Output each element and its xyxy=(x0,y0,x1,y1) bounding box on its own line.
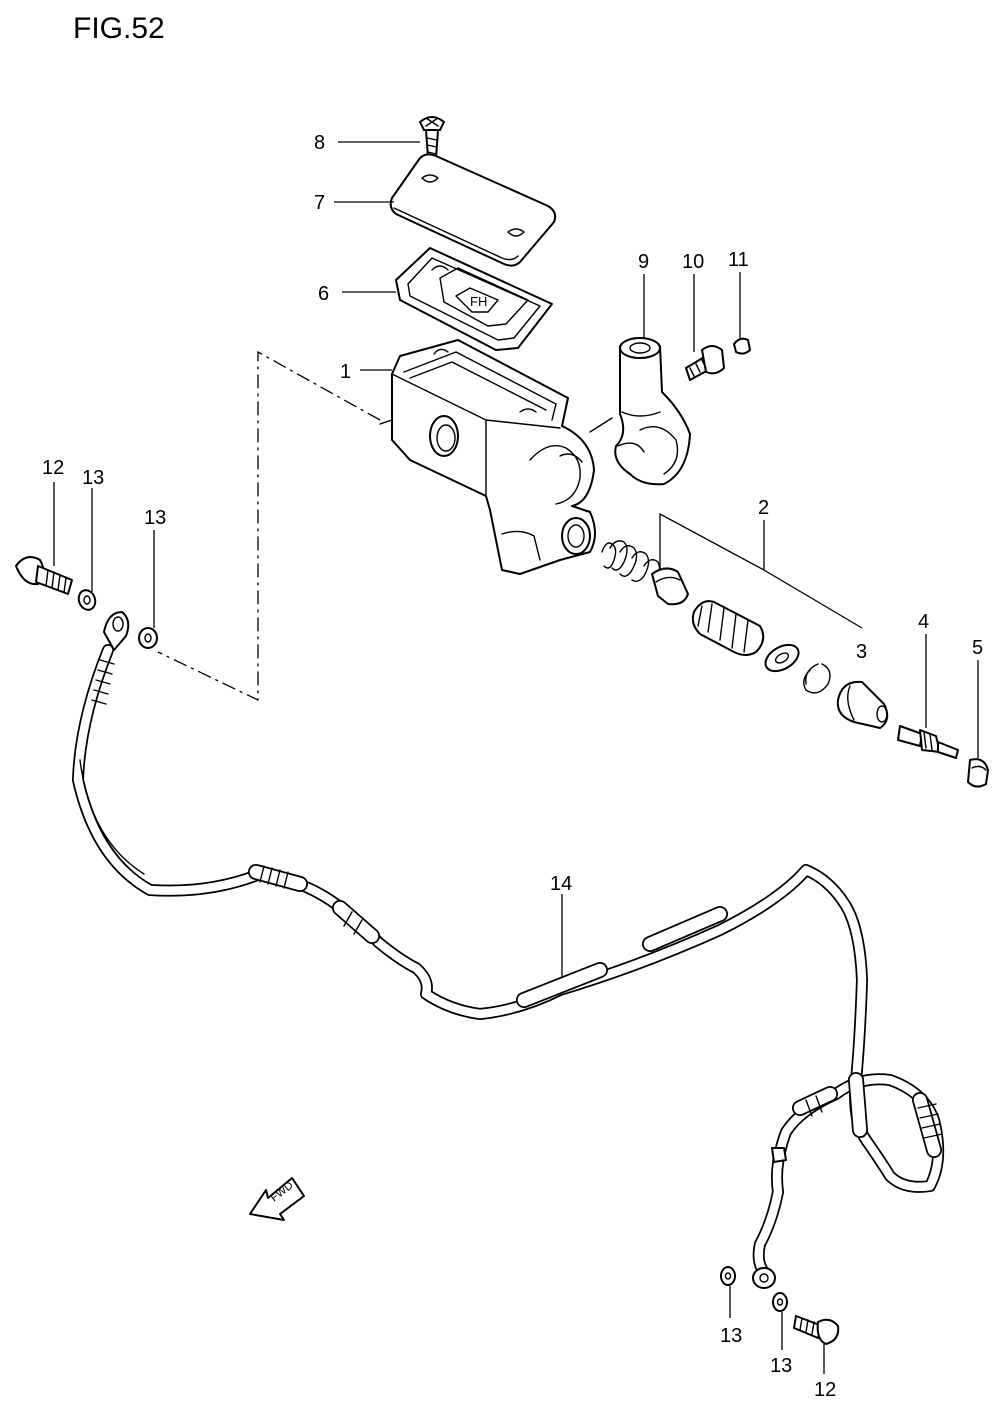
figure-title: FIG.52 xyxy=(73,12,165,45)
part-13-washer-top-b xyxy=(138,627,158,649)
part-8-screw xyxy=(419,116,445,159)
part-7-reservoir-cap xyxy=(389,153,557,267)
callout-12-top: 12 xyxy=(42,457,64,479)
alignment-dash-line xyxy=(157,350,381,702)
part-10-bolt xyxy=(685,345,725,381)
part-12-union-bolt-bottom xyxy=(793,1315,840,1345)
callout-4: 4 xyxy=(918,611,929,633)
callout-11: 11 xyxy=(728,249,749,271)
svg-text:FH: FH xyxy=(470,294,487,309)
part-4-pushrod xyxy=(897,725,959,759)
part-5-cap xyxy=(967,758,989,788)
callout-8: 8 xyxy=(314,132,325,154)
fwd-direction-marker: FWD xyxy=(249,1177,305,1221)
callout-14: 14 xyxy=(550,873,572,895)
part-13-washer-bottom-a xyxy=(720,1266,736,1286)
callout-5: 5 xyxy=(972,637,983,659)
callout-9: 9 xyxy=(638,251,649,273)
part-13-washer-top-a xyxy=(77,589,97,611)
part-13-washer-bottom-b xyxy=(772,1292,788,1312)
callout-13-top-b: 13 xyxy=(144,507,166,529)
part-14-clutch-hose xyxy=(72,611,945,1289)
part-3-boot xyxy=(836,680,889,729)
fwd-arrow-icon xyxy=(249,1177,305,1221)
callout-1: 1 xyxy=(340,361,351,383)
callout-2: 2 xyxy=(758,497,769,519)
callout-3: 3 xyxy=(856,641,867,663)
callout-numbers: 8 7 6 1 9 10 11 2 3 4 5 12 13 13 14 13 1… xyxy=(42,132,983,1401)
callout-13-top-a: 13 xyxy=(82,467,104,489)
callout-13-bottom-b: 13 xyxy=(770,1355,792,1377)
callout-10: 10 xyxy=(682,251,704,273)
part-1-master-cylinder xyxy=(379,339,596,575)
callout-7: 7 xyxy=(314,192,325,214)
callout-13-bottom-a: 13 xyxy=(720,1325,742,1347)
part-2-piston-kit xyxy=(601,540,831,694)
callout-6: 6 xyxy=(318,283,329,305)
part-6-diaphragm: FH xyxy=(395,247,553,351)
part-12-union-bolt-top xyxy=(15,556,73,595)
part-11-nut xyxy=(733,337,751,355)
part-9-clamp xyxy=(589,337,691,486)
leader-lines xyxy=(53,141,979,1374)
callout-12-bottom: 12 xyxy=(814,1379,836,1401)
